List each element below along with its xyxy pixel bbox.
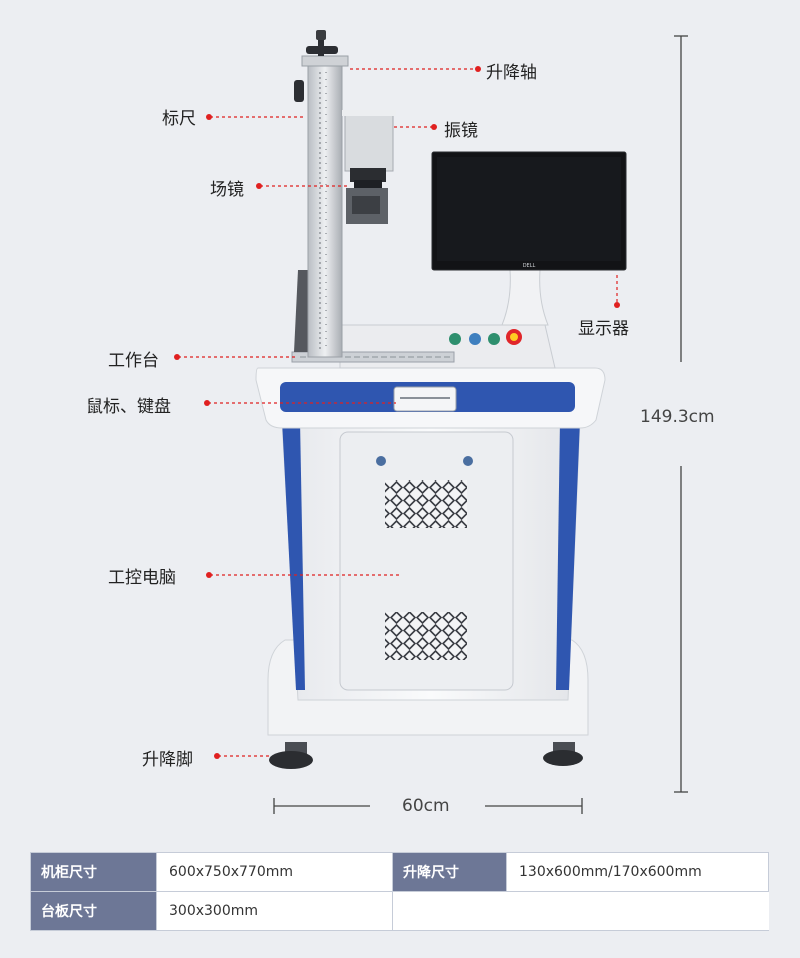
callout-monitor: 显示器: [578, 319, 629, 339]
galvo-head: [342, 110, 396, 224]
width-dimension-line: [273, 798, 583, 814]
spec-value-cabinet-size: 600x750x770mm: [156, 852, 393, 892]
table-top: [255, 367, 606, 429]
machine-illustration: DELL: [174, 30, 688, 814]
callout-dots: [174, 66, 620, 759]
table-row: 机柜尺寸 600x750x770mm 升降尺寸 130x600mm/170x60…: [30, 852, 769, 892]
leveling-foot-icon: [269, 742, 583, 769]
spec-table: 机柜尺寸 600x750x770mm 升降尺寸 130x600mm/170x60…: [30, 852, 769, 931]
spec-key-cabinet-size: 机柜尺寸: [30, 852, 157, 892]
spec-key-lift-size: 升降尺寸: [392, 852, 507, 892]
callout-ruler: 标尺: [162, 109, 196, 129]
callout-worktable: 工作台: [108, 351, 159, 371]
callout-mouse-keyboard: 鼠标、键盘: [86, 397, 171, 417]
monitor: DELL: [431, 151, 627, 326]
lift-column: [294, 30, 349, 358]
spec-empty-cell: [506, 891, 769, 931]
callout-industrial-pc: 工控电脑: [108, 568, 176, 588]
product-diagram: DELL: [86, 30, 715, 816]
callout-lift-axis: 升降轴: [486, 63, 537, 83]
spec-key-table-size: 台板尺寸: [30, 891, 157, 931]
callout-field-lens: 场镜: [210, 180, 244, 200]
cabinet-door: [339, 431, 514, 691]
height-dimension-line: [674, 35, 688, 793]
callout-lines: [178, 68, 618, 757]
spec-value-lift-size: 130x600mm/170x600mm: [506, 852, 769, 892]
callout-galvo: 振镜: [444, 121, 478, 141]
spec-empty-cell: [392, 891, 507, 931]
width-dimension-label: 60cm: [402, 796, 450, 816]
monitor-brand-text: DELL: [523, 263, 536, 269]
height-dimension-label: 149.3cm: [640, 407, 715, 427]
callout-leveling-feet: 升降脚: [142, 750, 193, 770]
table-row: 台板尺寸 300x300mm: [30, 891, 769, 931]
column-support: [294, 270, 308, 352]
spec-value-table-size: 300x300mm: [156, 891, 393, 931]
